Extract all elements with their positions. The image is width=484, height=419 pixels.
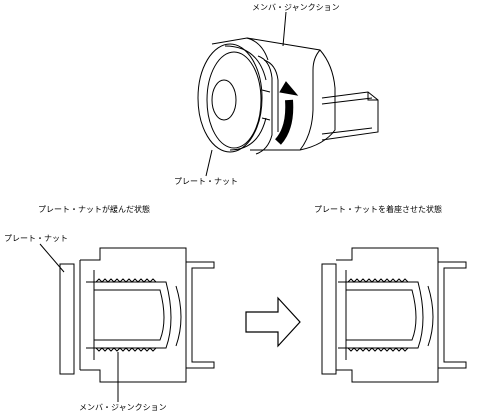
leader-plate-nut-top — [205, 149, 213, 177]
left-section-loose — [39, 243, 215, 402]
right-arrow-icon — [245, 296, 301, 348]
member-junction-body-top — [211, 37, 379, 155]
label-right-state-title: プレート・ナットを着座させた状態 — [314, 205, 442, 214]
rotation-arrow-icon — [274, 81, 299, 145]
plate-nut-top — [197, 43, 267, 153]
plate-nut-flange-left — [59, 263, 75, 375]
label-member-junction-top: メンバ・ジャンクション — [252, 3, 340, 12]
label-plate-nut-top: プレート・ナット — [174, 177, 238, 186]
leader-member-junction-top — [282, 11, 287, 47]
top-assembly — [197, 11, 379, 177]
leader-plate-nut-left — [39, 243, 65, 273]
label-plate-nut-left: プレート・ナット — [4, 234, 68, 243]
label-left-state-title: プレート・ナットが緩んだ状態 — [38, 205, 150, 214]
label-member-junction-bottom: メンバ・ジャンクション — [79, 403, 167, 412]
plate-nut-flange-right — [321, 263, 337, 375]
right-section-seated — [321, 247, 467, 383]
